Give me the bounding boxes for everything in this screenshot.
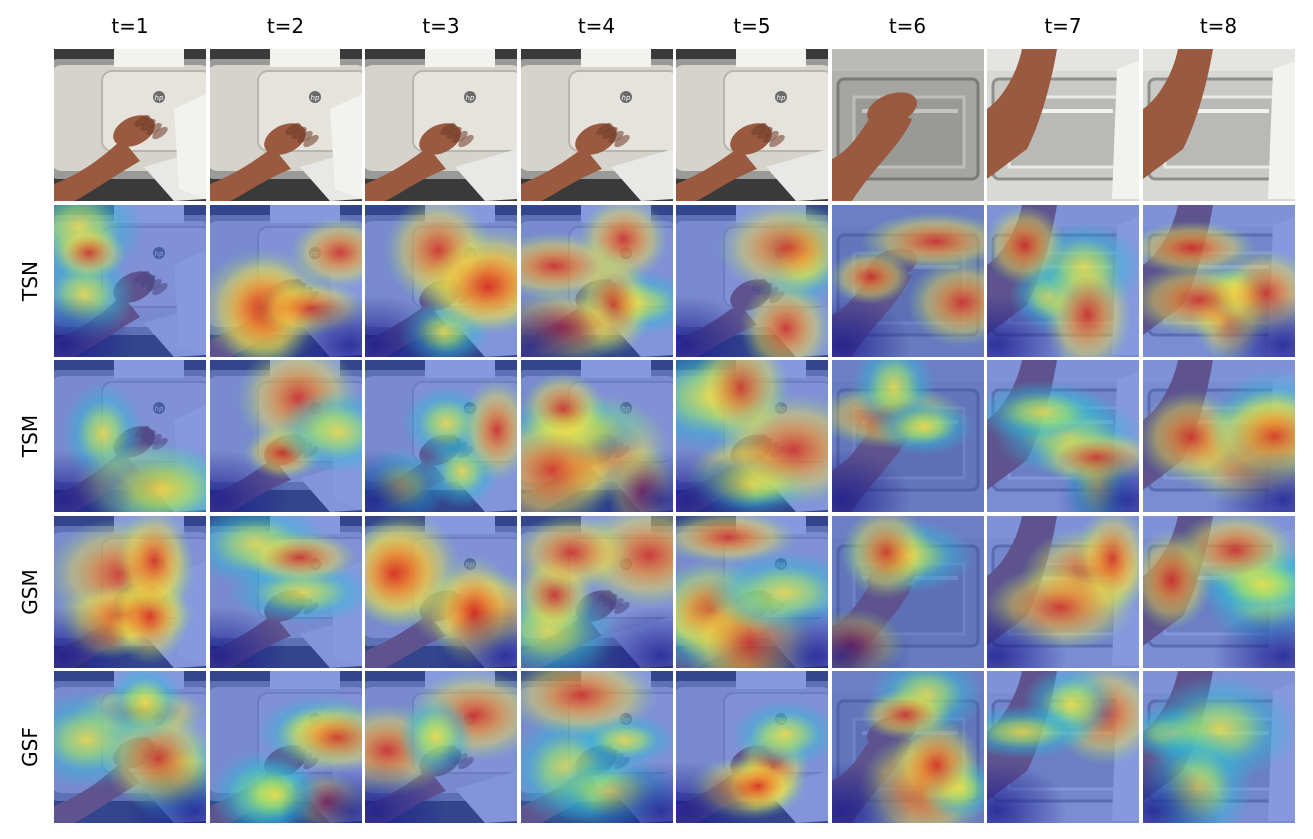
svg-text:hp: hp — [621, 94, 630, 102]
heatmap-tsm-t4: hp — [520, 360, 673, 512]
svg-text:hp: hp — [155, 94, 164, 102]
row-label-tsn: TSN — [18, 260, 42, 301]
heatmap-gsf-t7 — [987, 671, 1139, 823]
column-header-2: t=2 — [266, 14, 305, 38]
heatmap-tsn-t1: hp — [54, 204, 206, 357]
heatmap-gsf-t5: hp — [676, 671, 828, 823]
heatmap-tsn-t8 — [1142, 204, 1295, 357]
heatmap-tsn-t2: hp — [209, 204, 362, 357]
heatmap-tsm-t5: hp — [676, 360, 828, 512]
heatmap-gsm-t5: hp — [676, 515, 828, 668]
heatmap-gsm-t4: hp — [520, 515, 673, 668]
row-label-tsm: TSM — [18, 414, 42, 458]
heatmap-tsn-t6 — [831, 204, 984, 357]
heatmap-gsf-t6 — [831, 671, 984, 823]
video-frame-t5: hp — [676, 49, 828, 201]
svg-text:hp: hp — [777, 94, 786, 102]
heatmap-gsm-t6 — [831, 515, 984, 668]
heatmap-gsf-t8 — [1142, 671, 1295, 823]
heatmap-tsm-t8 — [1142, 360, 1295, 512]
video-frame-t8 — [1142, 49, 1295, 201]
heatmap-tsm-t6 — [831, 360, 984, 512]
heatmap-gsf-t2: hp — [209, 671, 362, 823]
heatmap-tsm-t7 — [987, 360, 1139, 512]
heatmap-tsn-t5: hp — [676, 204, 828, 357]
heatmap-gsf-t4: hp — [520, 671, 673, 823]
column-header-5: t=5 — [733, 14, 771, 38]
heatmap-tsn-t7 — [987, 204, 1139, 357]
heatmap-gsm-t2: hp — [209, 515, 362, 668]
video-frame-t6 — [831, 49, 984, 201]
heatmap-tsm-t3: hp — [365, 360, 517, 512]
column-header-6: t=6 — [888, 14, 927, 38]
heatmap-gsf-t1: hp — [54, 671, 206, 823]
column-header-1: t=1 — [111, 14, 149, 38]
video-frame-t4: hp — [520, 49, 673, 201]
heatmap-tsm-t1: hp — [54, 360, 206, 512]
video-frame-t1: hp — [54, 49, 206, 201]
heatmap-gsm-t8 — [1142, 515, 1295, 668]
row-label-gsm: GSM — [18, 568, 42, 615]
heatmap-gsm-t1: hp — [54, 515, 206, 668]
column-header-8: t=8 — [1199, 14, 1238, 38]
video-frame-t2: hp — [209, 49, 362, 201]
heatmap-tsm-t2: hp — [209, 360, 362, 512]
column-header-4: t=4 — [577, 14, 616, 38]
column-header-7: t=7 — [1044, 14, 1082, 38]
heatmap-gsf-t3: hp — [365, 671, 517, 823]
heatmap-tsn-t4: hp — [520, 204, 673, 357]
heatmap-gsm-t7 — [987, 515, 1139, 668]
row-label-gsf: GSF — [18, 727, 42, 767]
heatmap-tsn-t3: hp — [365, 204, 517, 357]
column-header-3: t=3 — [422, 14, 460, 38]
svg-text:hp: hp — [466, 94, 475, 102]
video-frame-t7 — [987, 49, 1139, 201]
video-frame-t3: hp — [365, 49, 517, 201]
svg-text:hp: hp — [310, 94, 319, 102]
heatmap-gsm-t3: hp — [365, 515, 517, 668]
